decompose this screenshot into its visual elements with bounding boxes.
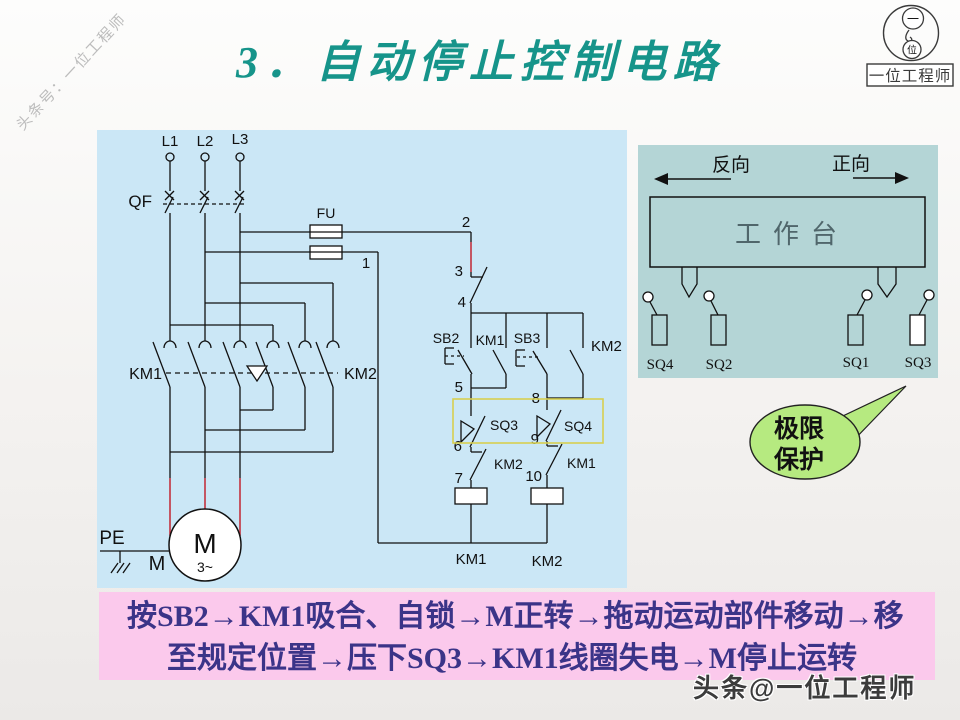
km1-coil-label: KM1 [456, 551, 487, 568]
km2-coil-label: KM2 [532, 553, 563, 570]
sb2-label: SB2 [433, 330, 460, 346]
forward-label: 正向 [832, 153, 870, 175]
km1-interlock-label: KM1 [567, 455, 596, 471]
worktable: 工作台 [649, 196, 926, 299]
page-title: 3．自动停止控制电路 [236, 38, 724, 87]
summary-line2: 至规定位置→压下SQ3→KM1线圈失电→M停止运转 [167, 642, 857, 675]
sq1-switch [847, 314, 864, 346]
motor-phase: 3~ [197, 559, 213, 575]
worktable-rect [649, 196, 926, 268]
limit-switches: SQ4 SQ2 SQ1 SQ3 [642, 289, 935, 373]
callout-bubble [749, 404, 861, 480]
callout-line1: 极限 [774, 415, 824, 443]
sq1-switch-label: SQ1 [843, 355, 870, 371]
breaker-qf: QF [128, 190, 247, 214]
sq4-switch [651, 314, 668, 346]
node-3: 3 [455, 263, 463, 280]
limit-protection-callout: 极限 保护 [749, 385, 907, 480]
interlock-triangle [245, 365, 269, 383]
feeder-wires [169, 213, 334, 341]
km2-aux-label: KM2 [591, 338, 622, 355]
km2-coil [530, 487, 564, 505]
node-9: 9 [531, 431, 539, 448]
node-6: 6 [454, 438, 462, 455]
node-2: 2 [462, 214, 470, 231]
right-dog [877, 267, 897, 299]
phase-l2-label: L2 [197, 133, 214, 150]
worktable-panel: 反向 正向 工作台 SQ4 SQ2 SQ1 SQ3 [638, 145, 938, 378]
reverse-label: 反向 [712, 154, 750, 176]
motor-tag: M [149, 553, 166, 575]
worktable-label: 工作台 [735, 219, 849, 249]
node-1: 1 [362, 255, 370, 272]
sq3-switch-label: SQ3 [905, 355, 932, 371]
output-wires [169, 387, 334, 478]
sq2-switch [710, 314, 727, 346]
node-5: 5 [455, 379, 463, 396]
site-logo: 一 位 一位工程师 [866, 4, 954, 87]
sq3-switch [909, 314, 926, 346]
sb3-label: SB3 [514, 330, 541, 346]
control-circuit: 3 4 SB2 KM1 5 SB3 [377, 232, 622, 570]
circuit-panel-bg [97, 130, 627, 588]
node-4: 4 [458, 294, 466, 311]
sq4-switch-label: SQ4 [647, 357, 674, 373]
km2-main-label: KM2 [344, 366, 377, 383]
pe-label: PE [99, 528, 124, 549]
logo-emblem: 一 位 一位工程师 [866, 4, 954, 87]
pe-ground: PE M [99, 528, 169, 575]
logo-bottom-char: 位 [907, 44, 917, 57]
left-dog [681, 267, 698, 299]
km1-aux-label: KM1 [476, 332, 505, 348]
phase-inputs: L1 L2 L3 [162, 131, 249, 191]
limit-switch-highlight [452, 398, 604, 444]
main-circuit-panel: L1 L2 L3 QF FU 2 [97, 130, 627, 588]
sq2-switch-label: SQ2 [706, 357, 733, 373]
left-arrowhead-icon [654, 173, 668, 185]
logo-top-char: 一 [907, 12, 919, 26]
km2-interlock-label: KM2 [494, 456, 523, 472]
logo-label: 一位工程师 [869, 67, 952, 85]
km1-coil [454, 487, 488, 505]
breaker-label: QF [128, 192, 152, 211]
direction-arrows: 反向 正向 [654, 153, 909, 185]
km1-main-label: KM1 [129, 366, 162, 383]
motor-circle [168, 508, 242, 582]
summary-line1: 按SB2→KM1吸合、自锁→M正转→拖动运动部件移动→移 [127, 600, 904, 633]
main-contacts: KM1 KM2 [129, 340, 377, 388]
node-10: 10 [525, 468, 542, 485]
summary-box: 按SB2→KM1吸合、自锁→M正转→拖动运动部件移动→移 至规定位置→压下SQ3… [99, 592, 935, 680]
sq3-label: SQ3 [490, 417, 518, 433]
fuses: FU 2 1 [205, 205, 471, 272]
motor: M 3~ [168, 478, 242, 582]
right-arrowhead-icon [895, 172, 909, 184]
callout-line2: 保护 [773, 446, 824, 474]
sq4-label: SQ4 [564, 418, 592, 434]
fuse-label: FU [317, 205, 336, 221]
node-7: 7 [455, 470, 463, 487]
phase-l1-label: L1 [162, 133, 179, 150]
phase-l3-label: L3 [232, 131, 249, 148]
worktable-panel-bg [638, 145, 938, 378]
motor-letter: M [193, 528, 216, 559]
watermark-bottom-right: 头条@一位工程师 [693, 673, 917, 703]
